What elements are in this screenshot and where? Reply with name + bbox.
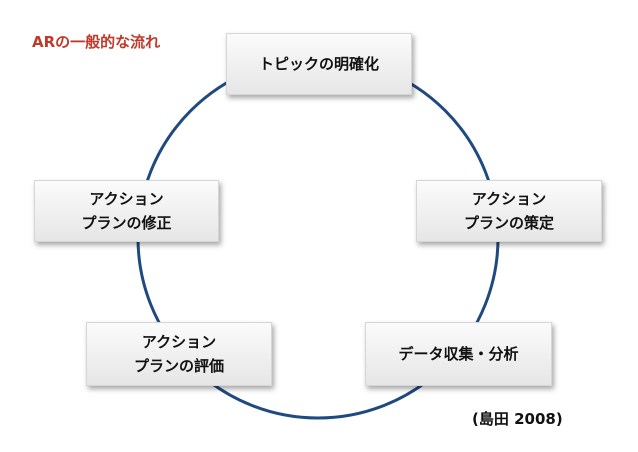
diagram-title: ARの一般的な流れ — [32, 33, 161, 51]
step-label-line: プランの修正 — [81, 214, 172, 232]
step-action-plan-revision: アクション プランの修正 — [34, 180, 219, 242]
step-data-collection-analysis: データ収集・分析 — [365, 322, 552, 386]
step-label-line: アクション — [89, 190, 164, 208]
step-label-line: アクション — [141, 333, 217, 351]
step-label-line: プランの評価 — [133, 357, 224, 375]
step-label-line: アクション — [471, 190, 547, 208]
step-action-plan-formulation: アクション プランの策定 — [416, 180, 602, 242]
step-label-line: トピックの明確化 — [258, 55, 379, 73]
step-topic-clarification: トピックの明確化 — [226, 33, 412, 95]
citation: (島田 2008) — [472, 410, 563, 428]
step-action-plan-evaluation: アクション プランの評価 — [86, 322, 272, 386]
step-label-line: データ収集・分析 — [398, 345, 519, 363]
step-label-line: プランの策定 — [463, 214, 554, 232]
